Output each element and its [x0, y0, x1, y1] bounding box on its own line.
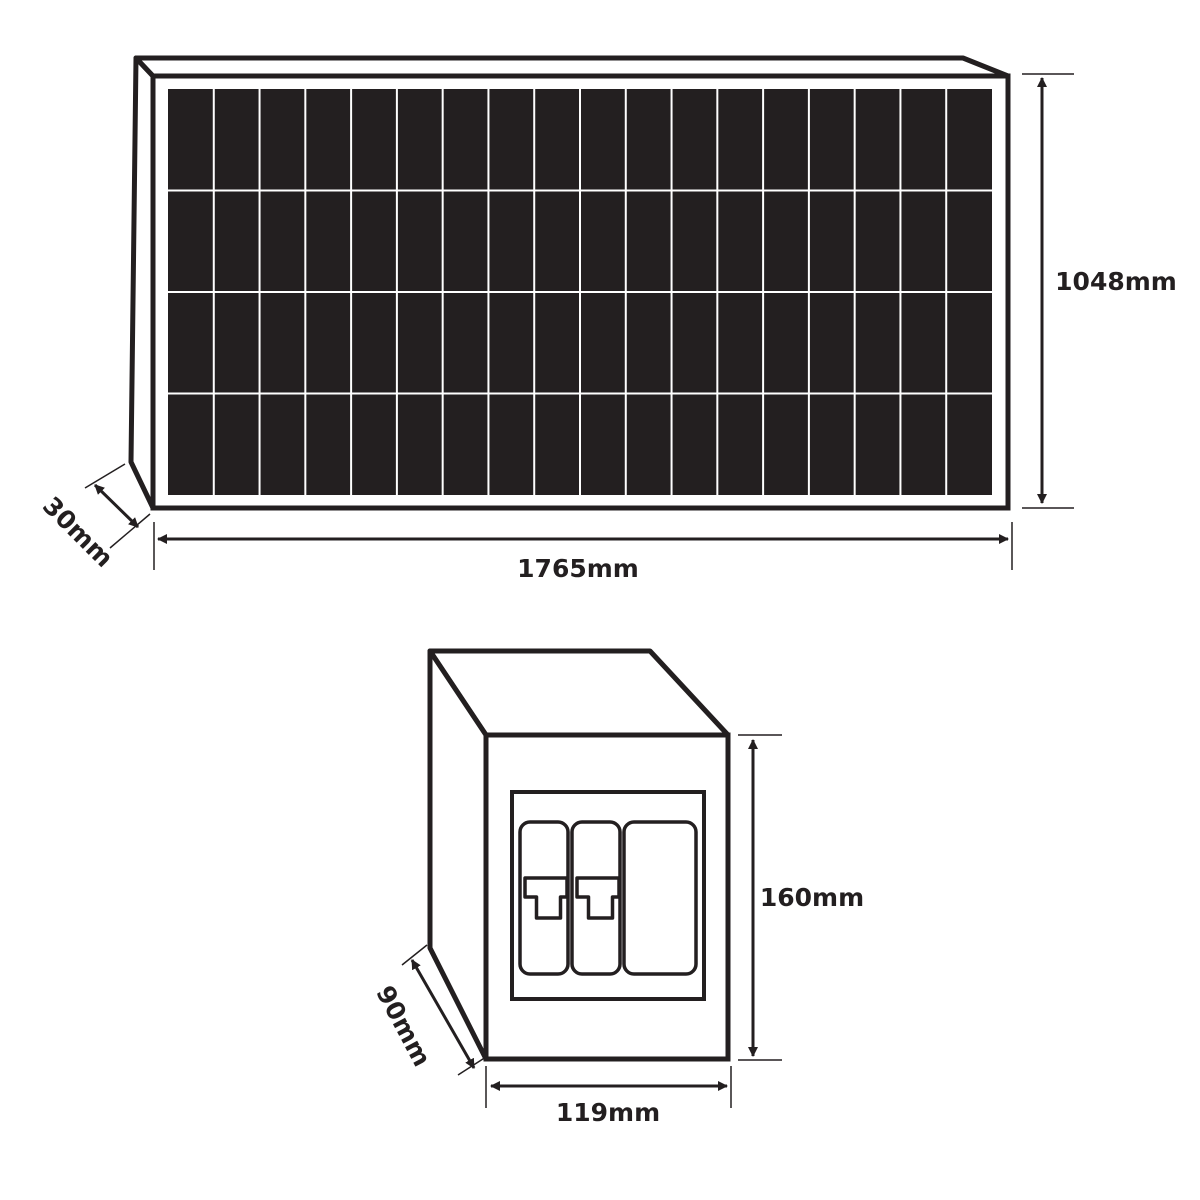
- panel-depth-label: 30mm: [37, 491, 119, 573]
- breaker-modules: [518, 820, 698, 976]
- panel-cell-grid: [168, 89, 992, 495]
- panel-width-dimension: 1765mm: [153, 522, 1013, 583]
- breaker-module: [622, 820, 698, 976]
- breaker-toggle-switch: [523, 876, 569, 920]
- panel-frame-side: [128, 55, 156, 511]
- breaker-toggle-switch: [575, 876, 621, 920]
- box-width-label: 119mm: [556, 1098, 660, 1127]
- breaker-panel: [510, 790, 706, 1001]
- box-width-dimension: 119mm: [485, 1066, 732, 1127]
- panel-depth-ext-2: [109, 513, 151, 549]
- box-height-dimension: 160mm: [738, 734, 864, 1061]
- panel-depth-ext-1: [84, 463, 126, 489]
- panel-depth-dimension: 30mm: [37, 463, 151, 573]
- panel-frame-top: [133, 55, 1011, 79]
- panel-width-label: 1765mm: [517, 554, 639, 583]
- box-depth-label: 90mm: [370, 981, 436, 1071]
- panel-height-dimension: 1048mm: [1022, 73, 1177, 509]
- box-depth-ext-1: [401, 944, 428, 966]
- solar-panel: [128, 55, 1011, 511]
- breaker-box: [427, 648, 731, 1062]
- panel-depth-arrow: [93, 483, 140, 529]
- panel-height-label: 1048mm: [1055, 267, 1177, 296]
- box-height-label: 160mm: [760, 883, 864, 912]
- box-depth-arrow: [410, 959, 476, 1069]
